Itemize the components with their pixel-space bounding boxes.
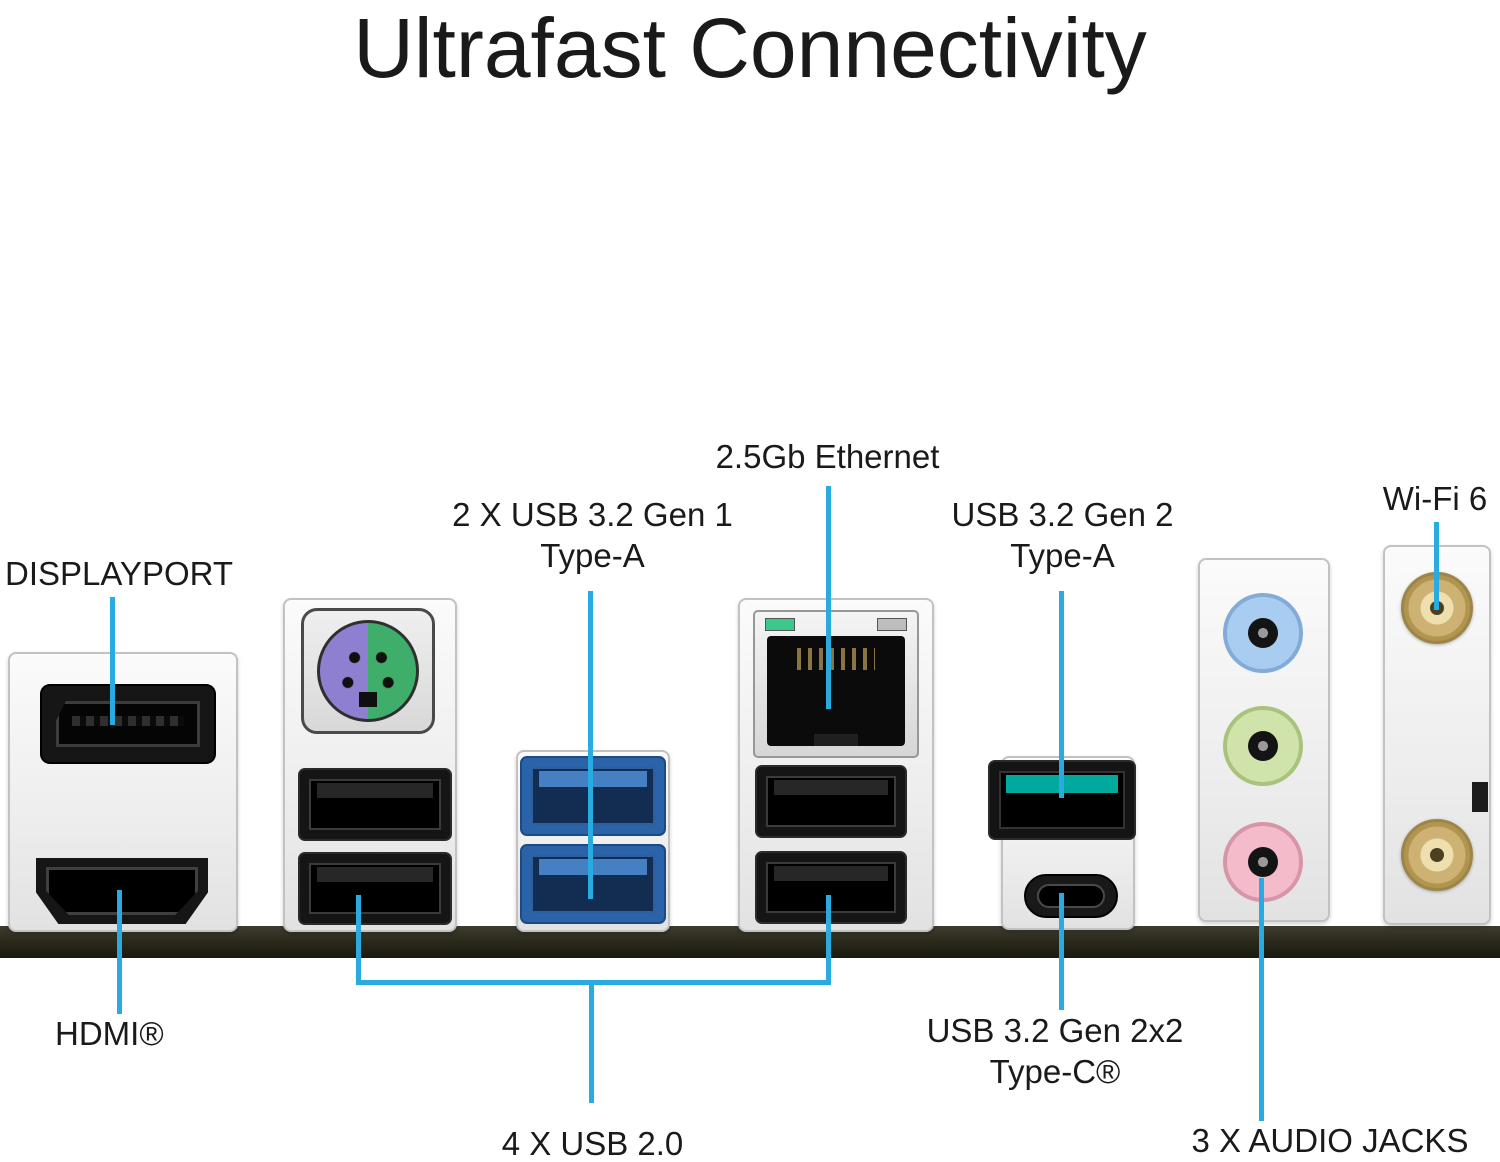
ethernet-latch-notch — [814, 734, 858, 746]
ethernet-cavity — [767, 636, 905, 746]
label-usb3-gen1: 2 X USB 3.2 Gen 1 Type-A — [452, 496, 733, 574]
label-usb20: 4 X USB 2.0 — [501, 1125, 684, 1162]
ethernet-led-amber — [877, 618, 907, 631]
ethernet-port — [753, 610, 919, 758]
leader-displayport — [110, 597, 115, 725]
leader-usb3-gen2-typea — [1059, 591, 1064, 798]
leader-audio — [1259, 878, 1264, 1121]
leader-wifi — [1434, 522, 1439, 610]
page-title: Ultrafast Connectivity — [353, 1, 1147, 95]
wifi-antenna-connector-2 — [1401, 819, 1473, 891]
usb2-port-3 — [755, 765, 907, 838]
usb-typec-port — [1024, 874, 1118, 918]
audio-jack-line-in — [1223, 593, 1303, 673]
label-hdmi: HDMI® — [55, 1015, 164, 1052]
ethernet-led-green — [765, 618, 795, 631]
leader-ethernet — [826, 486, 831, 709]
leader-usb-typec — [1059, 893, 1064, 1010]
displayport-port — [40, 684, 216, 764]
leader-usb20-left — [356, 895, 361, 984]
leader-usb20-right — [826, 895, 831, 984]
leader-usb3-gen1 — [588, 591, 593, 899]
ps2-connector-face — [317, 620, 419, 722]
label-displayport: DISPLAYPORT — [5, 555, 234, 592]
hdmi-port — [36, 858, 208, 924]
label-usb-typec: USB 3.2 Gen 2x2 Type-C® — [926, 1012, 1184, 1090]
label-audio: 3 X AUDIO JACKS — [1191, 1122, 1469, 1159]
ps2-key-slot — [359, 692, 377, 707]
label-usb3-gen2-typea: USB 3.2 Gen 2 Type-A — [951, 496, 1174, 574]
usb2-port-4 — [755, 851, 907, 924]
ethernet-pins — [797, 648, 875, 670]
usb2-port-1 — [298, 768, 452, 841]
audio-jack-line-out — [1223, 706, 1303, 786]
leader-usb20-stem — [589, 980, 594, 1103]
label-wifi: Wi-Fi 6 — [1382, 480, 1488, 517]
leader-hdmi — [117, 890, 122, 1014]
ps2-port — [301, 608, 435, 734]
usb3-gen1-port-1 — [520, 756, 666, 836]
wifi-bracket-notch — [1472, 782, 1488, 812]
label-ethernet: 2.5Gb Ethernet — [715, 438, 940, 475]
usb3-gen1-port-2 — [520, 844, 666, 924]
usb2-port-2 — [298, 852, 452, 925]
